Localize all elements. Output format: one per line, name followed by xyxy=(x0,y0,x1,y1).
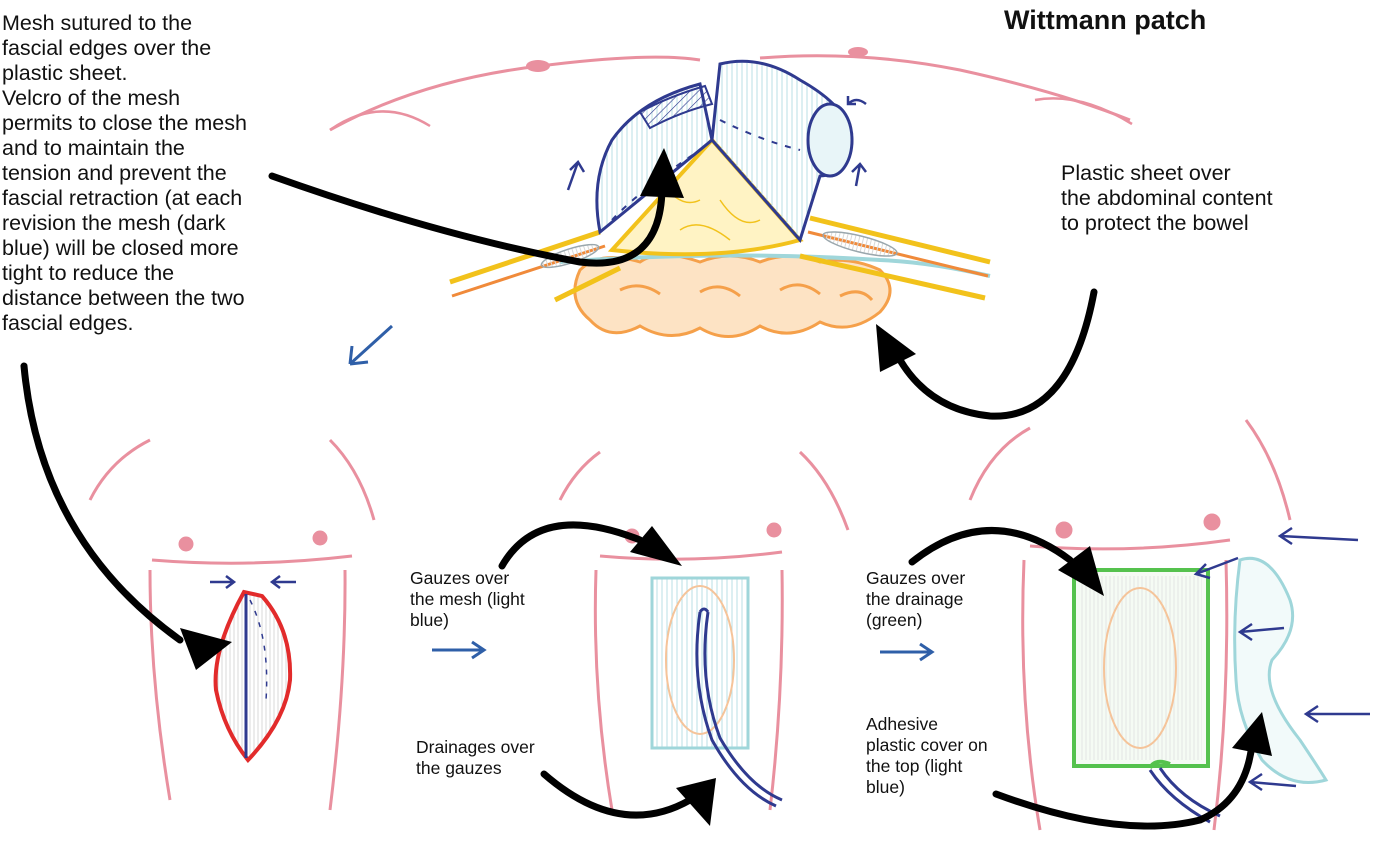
sequence-arrow-down-left xyxy=(348,324,394,366)
gauzes-over-mesh-annotation: Gauzes over the mesh (light blue) xyxy=(410,568,525,630)
mesh-right-roll xyxy=(710,59,854,243)
top-torso-side-left xyxy=(329,110,431,132)
sequence-arrow-1-2 xyxy=(432,640,487,660)
callout-arrow-gauzes-drainage-head xyxy=(1058,546,1104,596)
top-motion-arrow-top xyxy=(846,96,867,106)
mesh-left-flap xyxy=(595,82,714,235)
callout-arrow-panel1 xyxy=(20,362,184,644)
callout-arrow-plastic xyxy=(896,288,1098,420)
callout-arrow-panel1-head xyxy=(180,628,232,670)
panel-3-green-gauze xyxy=(1072,568,1221,824)
callout-arrow-mesh xyxy=(268,172,666,267)
callout-arrow-gauzes-mesh xyxy=(498,521,644,570)
panel-1-open-abdomen-mesh xyxy=(210,575,296,764)
fascia-right xyxy=(799,215,991,301)
callout-arrow-adhesive-head xyxy=(1232,712,1272,756)
callout-arrow-plastic-head xyxy=(876,324,916,372)
callout-arrow-gauzes-drainage xyxy=(908,527,1074,566)
drainages-over-gauzes-annotation: Drainages over the gauzes xyxy=(416,737,535,778)
sequence-arrow-2-3 xyxy=(880,642,935,662)
top-nipple-left xyxy=(526,60,550,72)
callout-arrow-gauzes-mesh-head xyxy=(630,526,682,566)
top-nipple-right xyxy=(848,47,868,57)
top-torso-side-right xyxy=(1034,97,1133,126)
callout-arrow-drainages xyxy=(540,770,694,819)
callout-arrow-drainages-head xyxy=(676,778,716,826)
panel-3-torso xyxy=(968,419,1292,831)
diagram-title: Wittmann patch xyxy=(1004,5,1207,35)
callout-arrows xyxy=(20,148,1272,830)
plastic-sheet-annotation: Plastic sheet over the abdominal content… xyxy=(1061,161,1273,235)
plastic-sheet xyxy=(559,253,991,278)
panel-2-gauze-and-drain xyxy=(650,576,783,808)
top-motion-arrow-right xyxy=(851,162,867,187)
callout-arrow-adhesive xyxy=(992,740,1256,830)
bowel xyxy=(573,253,892,338)
top-motion-arrow-left xyxy=(566,159,586,191)
panel-1-torso xyxy=(88,438,376,811)
top-abdomen-cross-section xyxy=(329,47,1133,366)
mesh-annotation: Mesh sutured to the fascial edges over t… xyxy=(2,11,247,335)
drainage-tube xyxy=(695,611,777,808)
adhesive-plastic-cover-annotation: Adhesive plastic cover on the top (light… xyxy=(866,714,988,797)
cover-application-arrows xyxy=(1193,526,1370,792)
callout-arrow-mesh-head xyxy=(640,148,684,198)
gauzes-over-drainage-annotation: Gauzes over the drainage (green) xyxy=(866,568,966,630)
